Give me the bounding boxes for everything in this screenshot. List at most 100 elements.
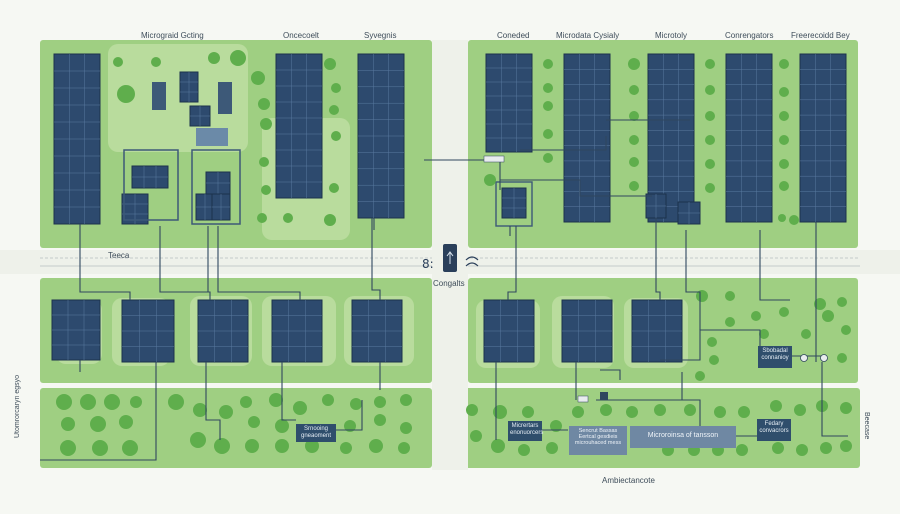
tree: [725, 317, 735, 327]
cable-line: [371, 218, 381, 300]
tree: [269, 393, 283, 407]
cable-line: [159, 226, 211, 300]
tree: [543, 129, 553, 139]
tree: [283, 213, 293, 223]
cable-line: [205, 362, 221, 440]
cable-line: [336, 400, 363, 431]
tree: [705, 85, 715, 95]
solar-panel-array: [485, 53, 533, 153]
box-right-converters: Fedary convacrors: [757, 419, 791, 441]
tree: [714, 406, 726, 418]
tree: [779, 59, 789, 69]
cable-line: [655, 218, 661, 300]
tree: [705, 111, 715, 121]
tree: [257, 213, 267, 223]
label-oncecolt: Oncecoelt: [283, 31, 320, 40]
tree: [725, 291, 735, 301]
junction-box: [483, 155, 505, 163]
label-microdata: Microdata Cysialy: [556, 31, 620, 40]
tree: [705, 183, 715, 193]
cable-line: [821, 362, 848, 437]
tree: [340, 442, 352, 454]
fenced-area: [191, 149, 241, 225]
tree: [550, 420, 562, 432]
tree: [322, 394, 334, 406]
equipment-block: [152, 82, 166, 110]
cable-line: [600, 369, 621, 380]
tree: [779, 87, 789, 97]
tree: [820, 442, 832, 454]
tree: [837, 297, 847, 307]
tree: [60, 440, 76, 456]
tree: [705, 59, 715, 69]
cable-line: [507, 226, 517, 300]
label-freerecold: Freerecoidd Bey: [791, 31, 850, 40]
tree: [707, 337, 717, 347]
connection-node: [800, 354, 808, 362]
solar-panel-array: [725, 53, 773, 223]
box-right-substation: Sbobadal connanioy: [758, 346, 792, 368]
tree: [369, 439, 383, 453]
tree: [113, 57, 123, 67]
tree: [546, 442, 558, 454]
tree: [738, 406, 750, 418]
tree: [61, 417, 75, 431]
tree: [709, 355, 719, 365]
tree: [794, 404, 806, 416]
tree: [466, 404, 478, 416]
cable-line: [500, 179, 652, 197]
tree: [119, 415, 133, 429]
tree: [275, 419, 289, 433]
tree: [208, 52, 220, 64]
tree: [80, 394, 96, 410]
tree: [759, 329, 769, 339]
connection-node: [820, 354, 828, 362]
tree: [344, 420, 356, 432]
cable-line: [79, 224, 131, 300]
hub-number-glyph: 8:: [422, 257, 434, 271]
tree: [251, 71, 265, 85]
tree: [248, 416, 260, 428]
tree: [90, 416, 106, 432]
tree: [822, 310, 834, 322]
tree: [543, 59, 553, 69]
hub-glyph: [446, 251, 454, 264]
tree: [260, 118, 272, 130]
cable-line: [660, 329, 761, 361]
label-convergators: Conrengators: [725, 31, 774, 40]
tree: [324, 58, 336, 70]
tree: [331, 83, 341, 93]
tree: [543, 101, 553, 111]
tree: [230, 50, 246, 66]
tree: [543, 83, 553, 93]
tree: [470, 430, 482, 442]
cable-line: [217, 226, 301, 300]
tree: [629, 181, 639, 191]
tree: [56, 394, 72, 410]
tree: [629, 157, 639, 167]
tree: [654, 404, 666, 416]
tree: [275, 439, 289, 453]
cable-line: [520, 136, 607, 151]
box-left-management: Srnooing gneaoment: [296, 424, 336, 442]
label-congalts: Congalts: [433, 279, 465, 288]
solar-panel-array: [563, 53, 611, 223]
tree: [779, 111, 789, 121]
cable-line: [281, 362, 296, 421]
tree: [190, 432, 206, 448]
pad: [108, 44, 248, 152]
cable-line: [685, 230, 701, 330]
label-syvegnis: Syvegnis: [364, 31, 397, 40]
tree: [779, 307, 789, 317]
label-ambie: Ambiectancote: [602, 476, 655, 485]
tree: [684, 404, 696, 416]
tree: [324, 214, 336, 226]
tree: [331, 131, 341, 141]
solar-panel-array: [799, 53, 847, 223]
tree: [705, 159, 715, 169]
tree: [705, 135, 715, 145]
cable-line: [759, 230, 790, 301]
tree: [629, 85, 639, 95]
tree: [841, 325, 851, 335]
